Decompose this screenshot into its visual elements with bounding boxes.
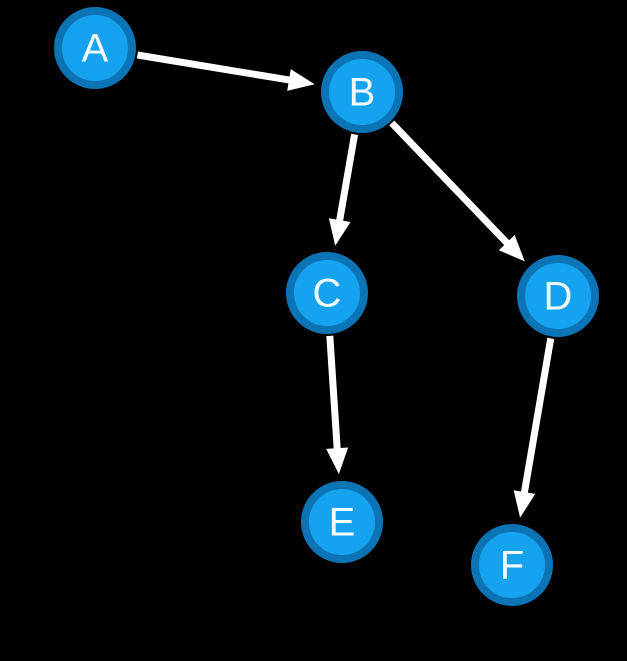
nodes-layer: A B C D E F [54,7,599,606]
edges-layer [136,51,555,518]
edge-B-D [389,120,525,262]
node-B[interactable]: B [321,51,403,133]
node-circle-C [286,252,368,334]
node-circle-F [471,524,553,606]
edge-line-A-B [136,51,293,84]
edge-line-C-E [326,335,341,452]
edge-arrowhead-A-B [287,69,315,91]
node-C[interactable]: C [286,252,368,334]
edge-D-F [513,337,555,518]
edge-B-C [328,133,359,246]
node-D[interactable]: D [517,255,599,337]
node-A[interactable]: A [54,7,136,89]
edge-line-B-C [335,133,359,224]
edge-A-B [136,51,315,91]
edge-arrowhead-B-D [498,235,525,262]
edge-line-D-F [520,337,555,496]
edge-C-E [326,335,349,475]
node-circle-A [54,7,136,89]
node-circle-D [517,255,599,337]
node-F[interactable]: F [471,524,553,606]
node-circle-B [321,51,403,133]
node-circle-E [301,481,383,563]
edge-arrowhead-C-E [326,447,349,475]
edge-line-B-D [389,120,512,248]
node-E[interactable]: E [301,481,383,563]
edge-arrowhead-D-F [513,490,536,518]
edge-arrowhead-B-C [328,218,351,246]
